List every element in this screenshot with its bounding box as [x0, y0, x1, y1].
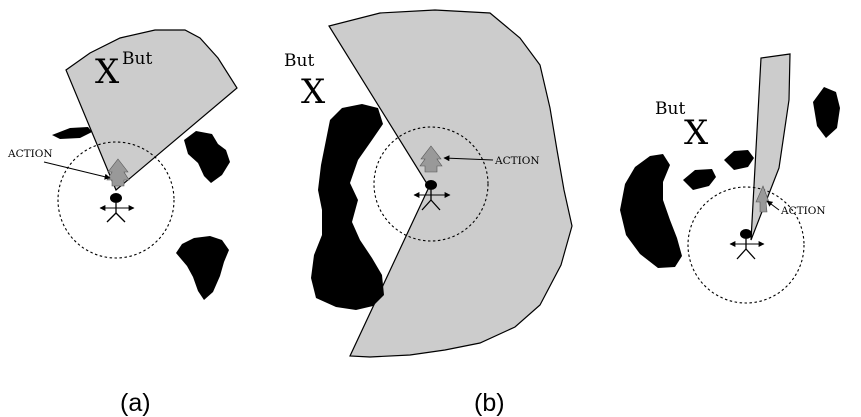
obstacle — [683, 169, 716, 190]
action-arrow — [419, 145, 443, 173]
x-superscript: But — [284, 51, 314, 71]
obstacle — [176, 236, 229, 300]
agent-figure — [99, 193, 135, 223]
perception-circle — [687, 186, 805, 304]
panel-a: ACTION X But (a) — [7, 29, 238, 417]
x-superscript: But — [655, 99, 685, 119]
x-symbol: X — [684, 113, 709, 153]
obstacle — [724, 150, 754, 170]
visibility-sector — [328, 9, 573, 358]
panel-caption: (b) — [474, 389, 505, 417]
perception-circle — [57, 141, 175, 259]
agent-figure — [729, 229, 765, 260]
perception-circle — [373, 126, 489, 242]
panel-b: ACTION But X (b) — [284, 9, 573, 417]
action-arrow — [106, 158, 130, 187]
obstacle — [620, 154, 682, 268]
panel-c: ACTION But X — [620, 53, 840, 304]
x-symbol: X — [301, 72, 326, 112]
x-symbol: X — [95, 52, 120, 92]
obstacle — [52, 127, 92, 139]
obstacle — [813, 87, 840, 138]
panel-caption: (a) — [120, 389, 151, 417]
obstacle — [184, 131, 230, 183]
x-superscript: But — [122, 49, 152, 69]
agent-figure — [413, 180, 451, 211]
obstacle — [311, 104, 384, 310]
action-label: ACTION — [780, 205, 826, 217]
visibility-sector — [65, 29, 238, 191]
action-label: ACTION — [494, 155, 540, 167]
action-label: ACTION — [7, 148, 53, 160]
